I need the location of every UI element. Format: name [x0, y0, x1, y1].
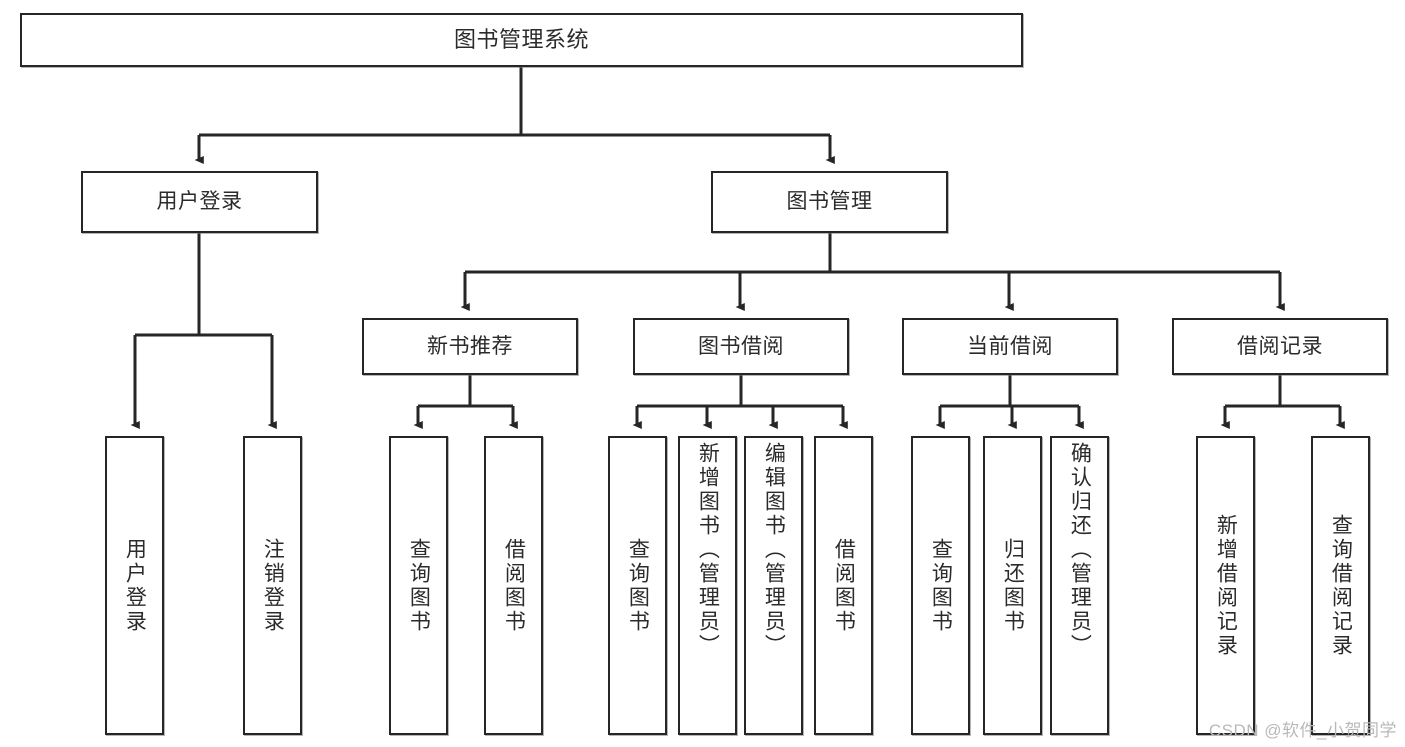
node-label: 当前借阅 — [967, 334, 1053, 358]
leaf-query-borrow-record[interactable]: 查询借阅记录 — [1311, 436, 1370, 735]
watermark-text: CSDN @软件_小贺同学 — [1208, 721, 1397, 740]
node-user-login[interactable]: 用户登录 — [81, 171, 318, 233]
node-book-manage[interactable]: 图书管理 — [711, 171, 948, 233]
leaf-add-book-admin[interactable]: 新增图书（管理员） — [678, 436, 737, 735]
node-label: 借阅图书 — [832, 537, 856, 634]
node-label: 借阅记录 — [1237, 334, 1323, 358]
leaf-user-login[interactable]: 用户登录 — [105, 436, 164, 735]
node-label: 查询借阅记录 — [1329, 513, 1353, 658]
node-label: 查询图书 — [407, 537, 431, 634]
leaf-query-book-current[interactable]: 查询图书 — [911, 436, 970, 735]
node-label: 查询图书 — [929, 537, 953, 634]
leaf-confirm-return-admin[interactable]: 确认归还（管理员） — [1050, 436, 1109, 735]
node-label: 用户登录 — [156, 190, 243, 214]
node-label: 图书管理系统 — [453, 26, 589, 52]
leaf-edit-book-admin[interactable]: 编辑图书（管理员） — [744, 436, 803, 735]
node-label: 借阅图书 — [502, 537, 526, 634]
node-label: 查询图书 — [626, 537, 650, 634]
leaf-query-book-borrow[interactable]: 查询图书 — [608, 436, 667, 735]
node-borrow-record[interactable]: 借阅记录 — [1172, 318, 1388, 375]
node-label: 图书借阅 — [698, 334, 784, 358]
node-label: 图书管理 — [786, 190, 873, 214]
leaf-query-book-recommend[interactable]: 查询图书 — [389, 436, 448, 735]
node-label: 归还图书 — [1001, 537, 1025, 634]
node-label: 新增图书（管理员） — [696, 442, 720, 658]
node-label: 新增借阅记录 — [1214, 513, 1238, 658]
node-label: 新书推荐 — [427, 334, 513, 358]
node-label: 用户登录 — [123, 537, 147, 634]
node-book-borrow[interactable]: 图书借阅 — [633, 318, 849, 375]
node-new-book-recommend[interactable]: 新书推荐 — [362, 318, 578, 375]
node-label: 注销登录 — [261, 537, 285, 634]
node-root-system[interactable]: 图书管理系统 — [20, 13, 1023, 67]
leaf-logout[interactable]: 注销登录 — [243, 436, 302, 735]
leaf-borrow-book-recommend[interactable]: 借阅图书 — [484, 436, 543, 735]
leaf-borrow-book-borrow[interactable]: 借阅图书 — [814, 436, 873, 735]
node-label: 确认归还（管理员） — [1068, 442, 1092, 658]
node-current-borrow[interactable]: 当前借阅 — [902, 318, 1118, 375]
node-label: 编辑图书（管理员） — [762, 442, 786, 658]
leaf-return-book[interactable]: 归还图书 — [983, 436, 1042, 735]
leaf-add-borrow-record[interactable]: 新增借阅记录 — [1196, 436, 1255, 735]
